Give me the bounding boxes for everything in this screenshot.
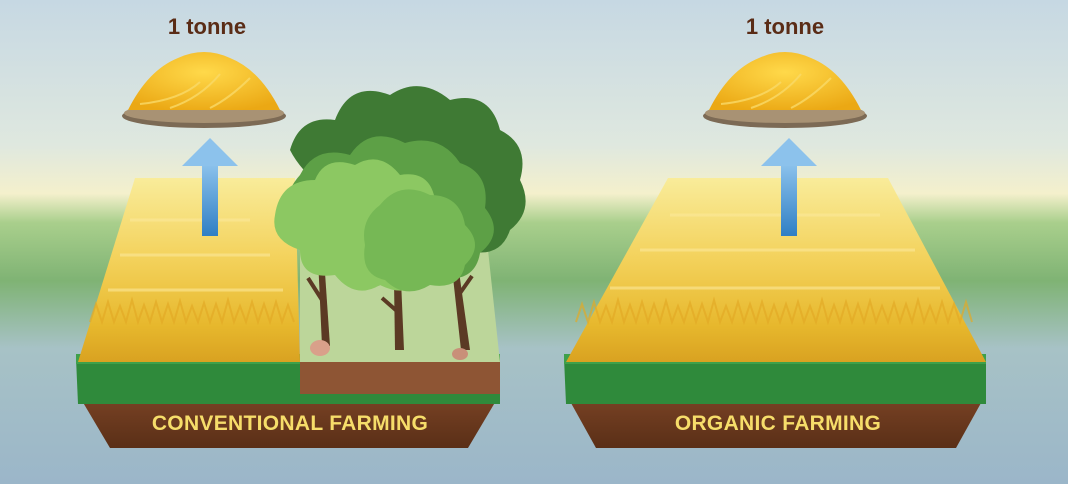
wheat-streaks <box>108 218 283 292</box>
yield-label-conventional: 1 tonne <box>167 14 247 39</box>
soil-layer <box>566 394 986 448</box>
tree-icon <box>274 86 526 360</box>
grain-pile-icon <box>703 52 867 128</box>
farm-label-organic: ORGANIC FARMING <box>674 412 882 435</box>
wheat-texture <box>89 296 295 326</box>
grass-layer <box>564 358 986 404</box>
soil-layer <box>78 394 500 448</box>
up-arrow-icon <box>182 138 238 236</box>
up-arrow-icon <box>761 138 817 236</box>
yield-label-organic: 1 tonne <box>745 14 825 39</box>
organic-farm-block <box>564 178 986 448</box>
grain-pile-icon <box>122 52 286 128</box>
wheat-streaks <box>610 213 940 290</box>
wheat-texture <box>575 296 973 326</box>
farm-label-conventional: CONVENTIONAL FARMING <box>151 412 429 435</box>
forest-soil <box>300 362 500 394</box>
